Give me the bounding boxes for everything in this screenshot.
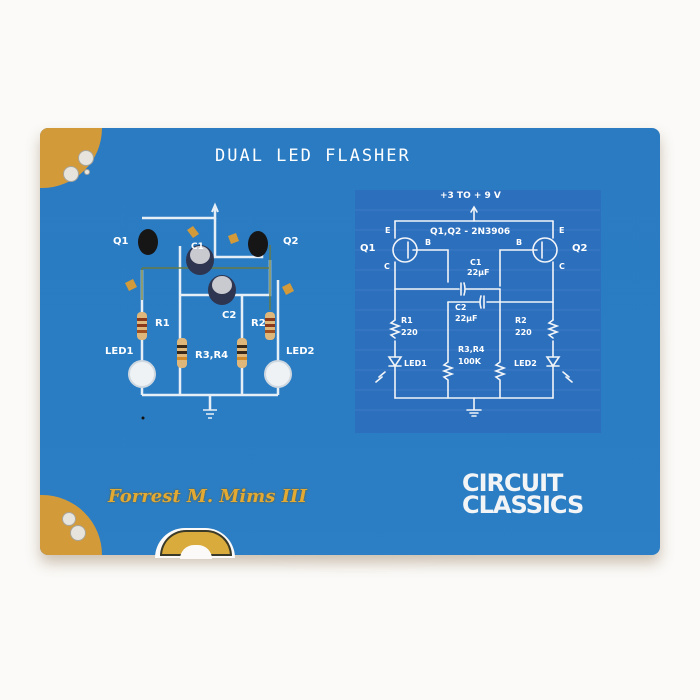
schematic-c2: C2 <box>455 303 467 312</box>
schematic-r3-r4: R3,R4 <box>458 345 485 354</box>
q2-label: Q2 <box>283 236 299 247</box>
schematic-c1: C1 <box>470 258 482 267</box>
schematic-q1-base: B <box>425 238 432 247</box>
schematic-r2-value: 220 <box>515 328 532 337</box>
schematic-q2-collector: C <box>559 262 565 271</box>
schematic-r3-r4-value: 100K <box>458 357 481 366</box>
logo-line-2: CLASSICS <box>462 491 584 519</box>
schematic-q1-collector: C <box>384 262 390 271</box>
q1-transistor <box>138 229 158 255</box>
via-hole <box>84 169 90 175</box>
circuit-classics-logo: CIRCUIT CLASSICS <box>462 469 584 519</box>
mount-hole <box>63 166 79 182</box>
mount-hole <box>62 512 76 526</box>
schematic-q2-base: B <box>516 238 523 247</box>
schematic-led1: LED1 <box>404 359 427 368</box>
r3-r4-label: R3,R4 <box>195 350 229 361</box>
battery-notch-inner <box>180 545 212 559</box>
schematic-r2: R2 <box>515 316 527 325</box>
c2-label: C2 <box>222 310 237 321</box>
schematic-q1: Q1 <box>360 243 376 254</box>
logo-line-1: CIRCUIT <box>462 469 563 497</box>
schematic-r1-value: 220 <box>401 328 418 337</box>
led2-label: LED2 <box>286 346 315 357</box>
r1-label: R1 <box>155 318 170 329</box>
schematic-supply: +3 TO + 9 V <box>440 191 501 201</box>
c1-label: C1 <box>191 242 204 252</box>
q2-transistor <box>248 231 268 257</box>
mount-hole <box>78 150 94 166</box>
schematic-r1: R1 <box>401 316 413 325</box>
r2-label: R2 <box>251 318 266 329</box>
schematic-panel <box>355 190 601 433</box>
schematic-c2-value: 22µF <box>455 314 478 323</box>
schematic-q1-emitter: E <box>385 226 391 235</box>
mount-hole <box>70 525 86 541</box>
designer-signature: Forrest M. Mims III <box>108 486 307 507</box>
schematic-led2: LED2 <box>514 359 537 368</box>
schematic-transistor-type: Q1,Q2 - 2N3906 <box>430 227 511 237</box>
schematic-c1-value: 22µF <box>467 268 490 277</box>
schematic-q2: Q2 <box>572 243 588 254</box>
schematic-q2-emitter: E <box>559 226 565 235</box>
led1-label: LED1 <box>105 346 134 357</box>
board-title: DUAL LED FLASHER <box>215 146 411 166</box>
q1-label: Q1 <box>113 236 129 247</box>
